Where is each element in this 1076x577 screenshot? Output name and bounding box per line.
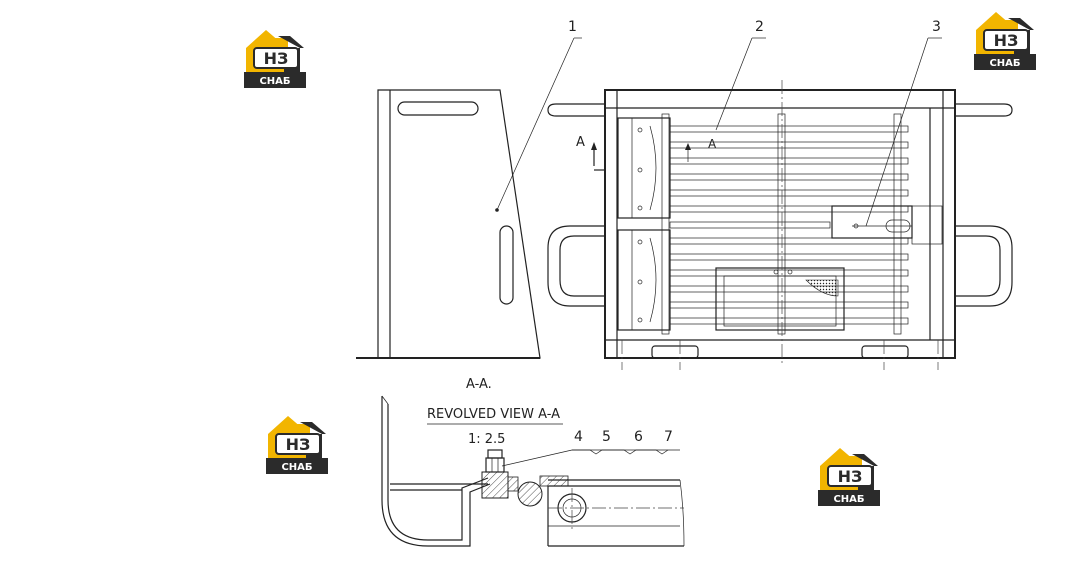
logo-watermark-bottom-left: НЗ СНАБ — [265, 415, 329, 475]
callout-2: 2 — [755, 19, 764, 35]
svg-text:НЗ: НЗ — [838, 467, 863, 486]
callout-6: 6 — [634, 429, 643, 445]
section-marker-label: A — [576, 135, 585, 150]
svg-text:СНАБ: СНАБ — [833, 494, 864, 505]
side-view — [356, 37, 582, 359]
section-detail — [381, 395, 685, 547]
callout-7: 7 — [664, 429, 673, 445]
callout-3: 3 — [932, 19, 941, 35]
svg-text:НЗ: НЗ — [994, 31, 1019, 50]
logo-watermark-top-left: НЗ СНАБ — [243, 29, 307, 89]
svg-text:НЗ: НЗ — [286, 435, 311, 454]
logo-watermark-bottom-right: НЗ СНАБ — [817, 447, 881, 507]
svg-text:НЗ: НЗ — [264, 49, 289, 68]
revolved-view-title: REVOLVED VIEW A-A — [427, 407, 560, 422]
detail-scale: 1: 2.5 — [468, 432, 505, 447]
callout-1: 1 — [568, 19, 577, 35]
section-marker — [591, 142, 691, 171]
svg-text:СНАБ: СНАБ — [989, 58, 1020, 69]
section-view-label: A-A. — [466, 377, 492, 392]
callout-5: 5 — [602, 429, 611, 445]
radiator-tubes — [669, 125, 909, 325]
section-marker-inner-label: A — [708, 137, 717, 151]
svg-text:СНАБ: СНАБ — [259, 76, 290, 87]
logo-watermark-top-right: НЗ СНАБ — [973, 11, 1037, 71]
front-view — [547, 37, 1013, 370]
callout-4: 4 — [574, 429, 583, 445]
svg-text:СНАБ: СНАБ — [281, 462, 312, 473]
